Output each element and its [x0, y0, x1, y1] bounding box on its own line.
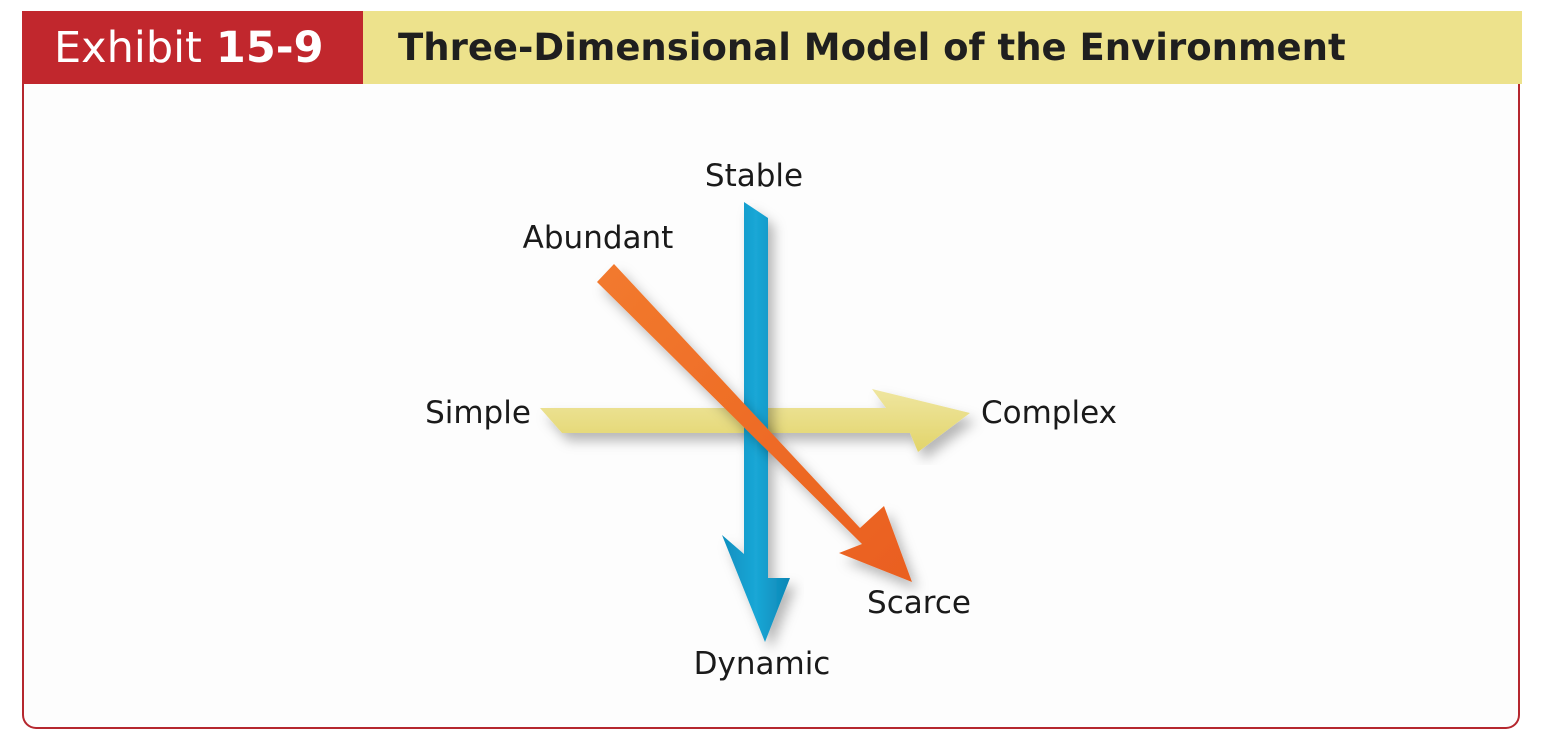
title-band: Three-Dimensional Model of the Environme…: [363, 11, 1522, 84]
exhibit-label: Exhibit 15-9: [22, 11, 363, 84]
simple-label: Simple: [425, 395, 531, 431]
complex-label: Complex: [981, 395, 1117, 431]
exhibit-word: Exhibit: [54, 22, 202, 73]
scarce-label: Scarce: [867, 585, 971, 621]
stable-label: Stable: [705, 158, 803, 194]
abundant-label: Abundant: [523, 220, 674, 256]
exhibit-number: 15-9: [215, 22, 324, 73]
dynamic-label: Dynamic: [694, 646, 831, 682]
capacity-arrow: [597, 264, 912, 582]
page-title: Three-Dimensional Model of the Environme…: [398, 26, 1346, 69]
